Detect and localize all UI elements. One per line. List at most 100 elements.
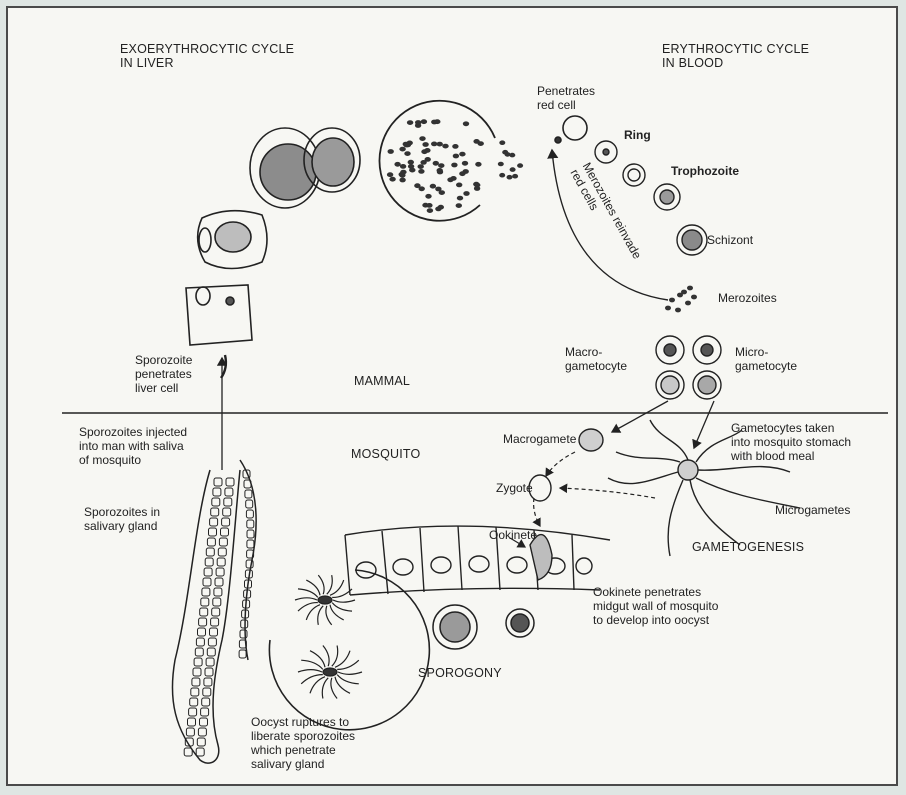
merozoite-dot: [418, 164, 424, 169]
sporogony-label: SPOROGONY: [418, 666, 502, 680]
gland-cell: [245, 490, 252, 498]
merozoite-dot: [463, 121, 469, 126]
sporozoite-strand: [318, 606, 323, 625]
gland-cell: [196, 748, 204, 756]
gland-cell: [239, 650, 246, 658]
merozoite-dot: [475, 162, 481, 167]
erythrocytic-cycle-heading: ERYTHROCYTIC CYCLE IN BLOOD: [662, 42, 809, 70]
gland-cell: [214, 478, 222, 486]
gland-cell: [204, 568, 212, 576]
gland-cell: [192, 678, 200, 686]
gland-cell: [217, 558, 225, 566]
merozoite-dot: [403, 142, 409, 147]
merozoite-dot: [399, 178, 405, 183]
gland-cell: [208, 638, 216, 646]
merozoite-dot: [457, 196, 463, 201]
red-cell-penetrated: [555, 116, 587, 143]
merozoite-dot: [425, 194, 431, 199]
merozoite-dot: [447, 177, 453, 182]
merozoite-dot: [431, 120, 437, 125]
gland-cell: [188, 718, 196, 726]
oocyst-ruptures-label: Oocyst ruptures to liberate sporozoites …: [251, 715, 355, 771]
ookinete-label: Ookinete: [489, 528, 537, 542]
merozoite-dot: [421, 149, 427, 154]
gland-cell: [205, 668, 213, 676]
merozoite-dot: [400, 170, 406, 175]
gland-cell: [213, 598, 221, 606]
merozoite-dot: [681, 290, 687, 295]
gland-cell: [211, 618, 219, 626]
gland-cell: [203, 688, 211, 696]
gland-cell: [191, 688, 199, 696]
gland-cell: [219, 538, 227, 546]
merozoite-dot: [687, 286, 693, 291]
gland-cell: [212, 608, 220, 616]
gland-cell: [194, 658, 202, 666]
gland-cell: [202, 698, 210, 706]
sporozoite-strand: [338, 672, 362, 674]
merozoite-dot: [404, 151, 410, 156]
merozoite-dot: [389, 177, 395, 182]
gland-cell: [247, 520, 254, 528]
gland-cell: [210, 518, 218, 526]
merozoite-dot: [427, 208, 433, 213]
macrogametocyte-label: Macro- gametocyte: [565, 345, 627, 373]
gland-cell: [198, 628, 206, 636]
sporozoite-strand: [337, 675, 359, 684]
merozoite-dot: [415, 120, 421, 125]
merozoite-dot: [426, 203, 432, 208]
gland-cell: [210, 628, 218, 636]
schizont-label: Schizont: [707, 233, 753, 247]
merozoite-dot: [499, 173, 505, 178]
merozoite-dot: [499, 140, 505, 145]
merozoite-dot: [510, 167, 516, 172]
gland-cell: [209, 528, 217, 536]
merozoite-dot: [665, 306, 671, 311]
merozoite-dot: [517, 163, 523, 168]
gland-cell: [195, 648, 203, 656]
gland-cell: [211, 508, 219, 516]
merozoite-dot: [433, 161, 439, 166]
gametocyte-arrows: [612, 401, 714, 448]
midgut-wall: [345, 526, 610, 595]
liver-merozoite-cluster: [387, 119, 523, 213]
sporozoite-strand: [298, 670, 322, 672]
merozoite-dot: [442, 144, 448, 149]
gland-cell: [193, 668, 201, 676]
gland-cell: [198, 728, 206, 736]
sporozoite-strand: [295, 598, 317, 600]
merozoite-dot: [419, 136, 425, 141]
merozoite-dot: [437, 142, 443, 147]
gland-cell: [222, 518, 230, 526]
gland-cell: [207, 538, 215, 546]
mammal-label: MAMMAL: [354, 374, 410, 388]
liver-cell-mature-schizont: [250, 128, 360, 208]
merozoite-dot: [512, 174, 518, 179]
gland-cell: [205, 558, 213, 566]
liver-cell-early-schizont: [198, 211, 267, 269]
salivary-gland: [172, 460, 256, 763]
sporozoite-center: [323, 668, 337, 676]
zygote-label: Zygote: [496, 481, 533, 495]
merozoite-dot: [451, 163, 457, 168]
merozoite-dot: [407, 120, 413, 125]
merozoite-dot: [507, 175, 513, 180]
macrogamete-label: Macrogamete: [503, 432, 576, 446]
merozoite-dot: [509, 153, 515, 158]
gland-cell: [200, 718, 208, 726]
macrogametocyte-cells: [656, 336, 684, 399]
gametocytes-taken-label: Gametocytes taken into mosquito stomach …: [731, 421, 851, 463]
gland-cell: [226, 478, 234, 486]
sporozoite-center: [318, 596, 332, 604]
gland-cell: [199, 618, 207, 626]
sporozoite-strand: [327, 575, 332, 594]
gland-cell: [189, 708, 197, 716]
merozoite-dot: [463, 191, 469, 196]
merozoite-dot: [474, 186, 480, 191]
gland-cell: [218, 548, 226, 556]
microgametocyte-cells: [693, 336, 721, 399]
gland-cell: [200, 608, 208, 616]
ookinete-penetrates-label: Ookinete penetrates midgut wall of mosqu…: [593, 585, 718, 627]
liver-cell-sporozoite: [186, 285, 252, 345]
merozoite-dot: [452, 144, 458, 149]
